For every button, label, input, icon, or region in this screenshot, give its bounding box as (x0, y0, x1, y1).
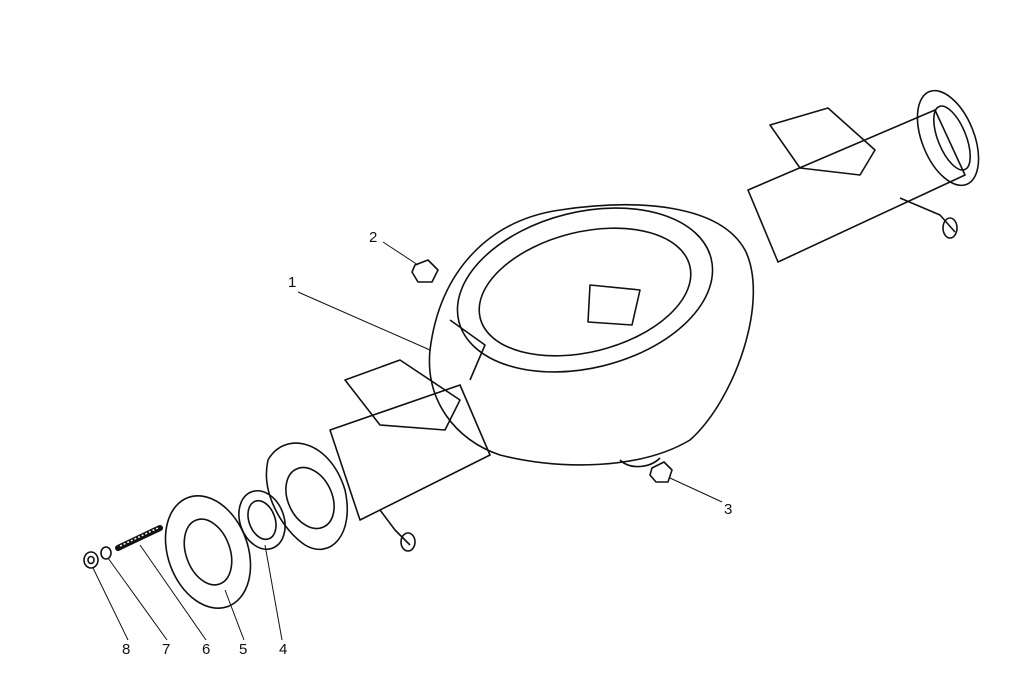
gasket (164, 495, 252, 609)
callout-7: 7 (162, 641, 170, 658)
callout-4: 4 (279, 641, 287, 658)
right-axle-tube (747, 89, 980, 263)
filler-plug (411, 259, 439, 283)
left-flange (265, 442, 348, 551)
nut (83, 551, 99, 569)
drain-plug (649, 461, 673, 483)
stud (115, 525, 163, 551)
callout-5: 5 (239, 641, 247, 658)
left-axle-tube (329, 359, 491, 552)
callout-1: 1 (288, 274, 296, 291)
seal-ring (238, 490, 286, 550)
washer (100, 546, 112, 560)
differential-housing (428, 204, 754, 468)
callout-2: 2 (369, 229, 377, 246)
leader-lines (92, 241, 723, 641)
callout-3: 3 (724, 501, 732, 518)
callout-8: 8 (122, 641, 130, 658)
callout-6: 6 (202, 641, 210, 658)
